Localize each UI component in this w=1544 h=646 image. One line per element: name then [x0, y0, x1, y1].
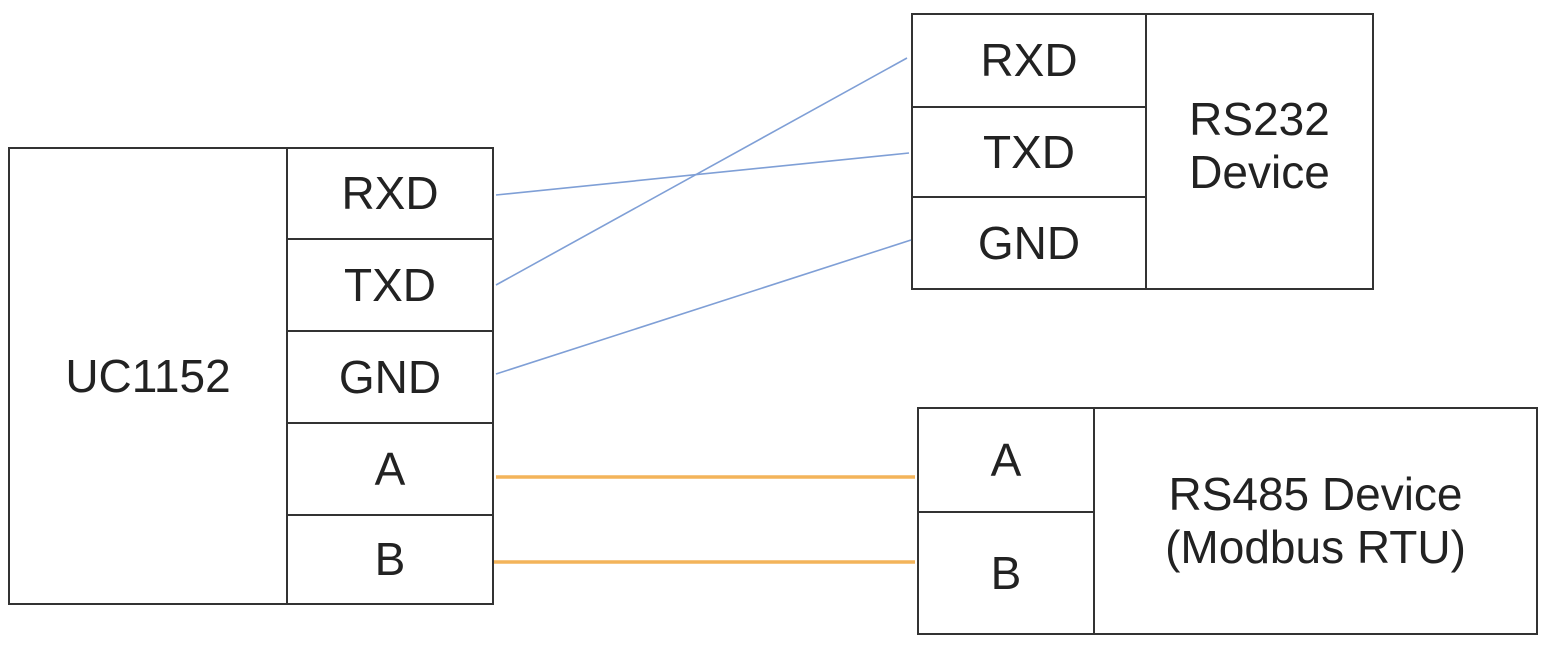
rs232-pin-rxd: RXD — [913, 15, 1145, 108]
uc1152-pin-b: B — [286, 516, 492, 603]
rs485-device-label-line2: (Modbus RTU) — [1165, 521, 1466, 573]
uc1152-label: UC1152 — [65, 349, 231, 402]
rs232-device-block: RXD TXD GND RS232 Device — [911, 13, 1374, 290]
uc1152-block: UC1152 RXD TXD GND A B — [8, 147, 494, 605]
rs485-device-block: A B RS485 Device (Modbus RTU) — [917, 407, 1538, 635]
rs485-pin-a: A — [919, 409, 1093, 513]
uc1152-pin-rxd: RXD — [286, 149, 492, 240]
wire-uc-txd-to-rs232-rxd — [495, 57, 908, 286]
rs485-device-label: RS485 Device (Modbus RTU) — [1093, 409, 1536, 633]
rs232-pin-gnd: GND — [977, 216, 1081, 269]
rs485-device-label-line1: RS485 Device — [1168, 468, 1463, 521]
uc1152-pin-gnd: GND — [286, 332, 492, 424]
rs232-device-label: RS232 Device — [1145, 15, 1372, 288]
uc1152-pin-a: A — [286, 424, 492, 516]
wire-uc-rxd-to-rs232-txd — [495, 152, 910, 196]
rs232-device-label-line1: RS232 — [1189, 93, 1330, 145]
rs232-device-label-line2: Device — [1189, 145, 1330, 198]
rs485-pin-b: B — [990, 546, 1022, 599]
rs232-pin-txd: TXD — [913, 108, 1145, 198]
uc1152-pin-txd: TXD — [286, 240, 492, 332]
wire-uc-gnd-to-rs232-gnd — [495, 239, 912, 375]
